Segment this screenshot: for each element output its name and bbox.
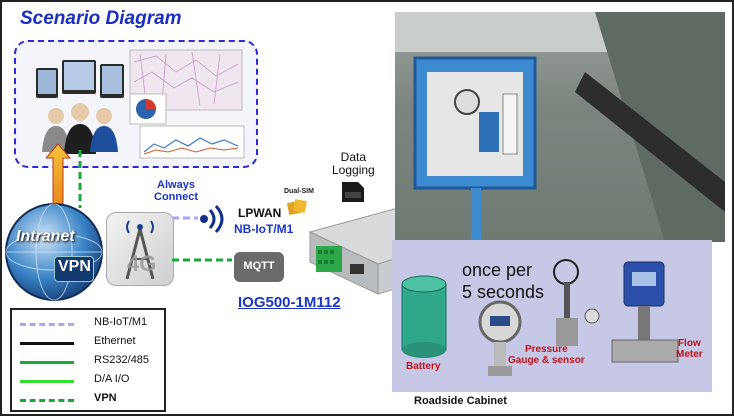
legend-line — [20, 361, 74, 364]
cell-tower-icon — [125, 220, 155, 280]
wireless-signal-icon — [200, 204, 224, 234]
legend-line — [20, 342, 74, 345]
tower-4g-label: 4G — [127, 251, 157, 276]
legend-label: VPN — [94, 392, 117, 404]
sd-card-icon — [342, 182, 364, 202]
legend-line — [20, 380, 74, 383]
flow-meter-label: Flow Meter — [676, 338, 703, 360]
always-connect-label: Always Connect — [154, 179, 198, 203]
legend-label: NB-IoT/M1 — [94, 316, 148, 328]
intranet-globe: Intranet VPN — [2, 200, 106, 304]
mqtt-label: MQTT — [243, 260, 275, 272]
dashboard-illustration — [36, 49, 245, 159]
lpwan-label: LPWAN — [238, 206, 282, 220]
intranet-label: Intranet — [16, 228, 75, 245]
nbiot-label: NB-IoT/M1 — [234, 222, 294, 236]
diagram-title: Scenario Diagram — [20, 8, 182, 29]
cabinet-photo — [395, 12, 725, 242]
legend-label: RS232/485 — [94, 354, 150, 366]
legend-label: D/A I/O — [94, 373, 130, 385]
legend-item: NB-IoT/M1 — [20, 316, 162, 330]
legend-line — [20, 399, 74, 402]
legend-item: D/A I/O — [20, 373, 162, 387]
dashboard-group — [14, 40, 258, 168]
legend-label: Ethernet — [94, 335, 136, 347]
logging-frequency: once per 5 seconds — [462, 260, 545, 302]
legend-item: RS232/485 — [20, 354, 162, 368]
dual-sim-label: Dual-SIM — [284, 188, 314, 195]
cell-tower-box: 4G — [106, 212, 174, 286]
cabinet-detail-illustration — [401, 259, 679, 376]
vpn-label: VPN — [58, 258, 91, 275]
legend-item: VPN — [20, 392, 162, 406]
battery-label: Battery — [406, 361, 441, 372]
data-logging-label: Data Logging — [332, 150, 375, 177]
mqtt-badge: MQTT — [234, 252, 284, 282]
product-name: IOG500-1M112 — [238, 294, 341, 311]
legend-item: Ethernet — [20, 335, 162, 349]
cabinet-photo-illustration — [395, 12, 725, 242]
roadside-cabinet-label: Roadside Cabinet — [414, 395, 507, 407]
sim-card-icon — [287, 199, 307, 215]
legend-line — [20, 323, 74, 326]
pressure-label: Pressure Gauge & sensor — [508, 344, 585, 366]
